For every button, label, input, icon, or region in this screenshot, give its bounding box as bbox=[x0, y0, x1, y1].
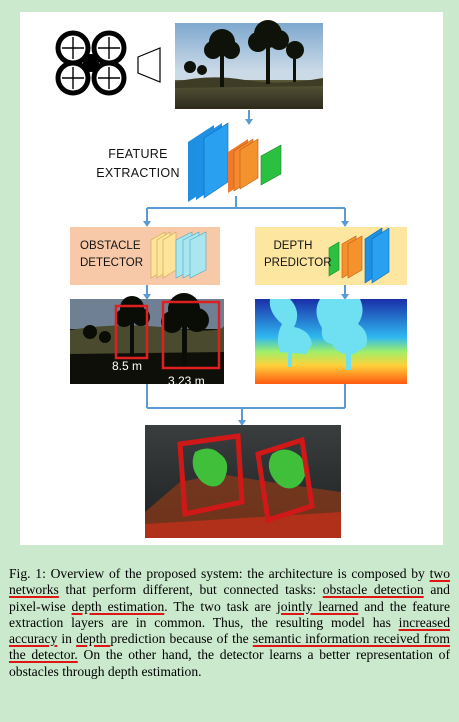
caption-highlight: increased accuracy bbox=[9, 614, 450, 647]
caption-highlight: two networks bbox=[9, 566, 450, 598]
caption-text: and pixel-wise bbox=[9, 582, 450, 614]
detection-output-image bbox=[70, 293, 224, 384]
caption-text: in bbox=[57, 631, 77, 647]
caption-highlight: jointly learned bbox=[276, 598, 359, 614]
figure-caption: Fig. 1: Overview of the proposed system:… bbox=[9, 566, 450, 680]
caption-text: On the other hand, the detector learns a… bbox=[9, 647, 450, 679]
obstacle-detector-label: OBSTACLE DETECTOR bbox=[80, 238, 143, 272]
connector-lines bbox=[146, 110, 346, 421]
camera-frustum-icon bbox=[137, 47, 161, 83]
feature-extraction-layers bbox=[188, 122, 282, 202]
obstacle-detector-label-line1: OBSTACLE bbox=[80, 240, 141, 252]
caption-text: prediction because of the bbox=[110, 631, 253, 647]
depth-predictor-label-line2: PREDICTOR bbox=[264, 257, 332, 269]
distance-label-1: 8.5 m bbox=[112, 359, 143, 373]
arrow-heads bbox=[143, 119, 349, 426]
obstacle-detector-label-line2: DETECTOR bbox=[80, 257, 144, 269]
feature-extraction-label-line1: FEATURE bbox=[108, 147, 168, 161]
depth-output-image bbox=[255, 299, 407, 384]
predictor-layers bbox=[328, 227, 390, 284]
caption-text: Fig. 1: Overview of the proposed system:… bbox=[9, 566, 430, 581]
caption-highlight: depth bbox=[76, 631, 111, 647]
caption-highlight: semantic information received from the d… bbox=[9, 631, 450, 663]
detector-layers bbox=[150, 231, 207, 279]
point-cloud-output bbox=[145, 425, 341, 538]
caption-highlight: obstacle detection bbox=[322, 582, 424, 598]
input-image bbox=[175, 20, 323, 109]
figure-panel: FEATURE EXTRACTION OBSTACLE DETECTOR DEP… bbox=[20, 12, 443, 545]
caption-text: . The two task are bbox=[164, 598, 277, 614]
caption-highlight: depth estimation bbox=[71, 598, 165, 614]
depth-predictor-label-line1: DEPTH bbox=[273, 240, 313, 252]
distance-label-2: 3.23 m bbox=[168, 374, 205, 388]
caption-text: and the feature extraction layers are in… bbox=[9, 598, 450, 630]
architecture-diagram bbox=[55, 20, 407, 538]
caption-text: that perform different, but connected ta… bbox=[58, 582, 323, 598]
depth-predictor-label: DEPTH PREDICTOR bbox=[264, 238, 332, 272]
drone-icon bbox=[55, 30, 127, 96]
feature-extraction-label-line2: EXTRACTION bbox=[96, 166, 180, 180]
feature-extraction-label: FEATURE EXTRACTION bbox=[96, 145, 180, 183]
